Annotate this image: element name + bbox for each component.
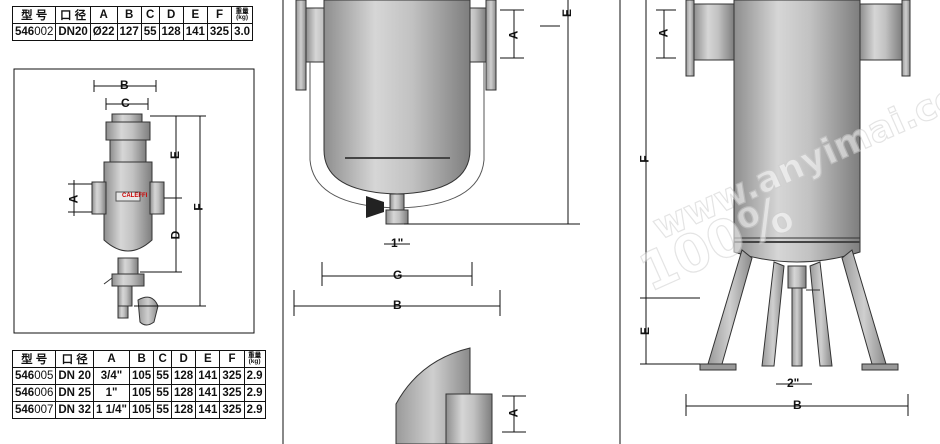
small-diagram-frame — [13, 68, 255, 334]
cell-a: 3/4" — [92, 367, 131, 385]
model-code: 546002 — [11, 23, 57, 41]
cell-size: DN 25 — [55, 384, 94, 402]
cell-a: Ø22 — [89, 23, 118, 41]
col-a: A — [92, 350, 131, 368]
col-weight: 重量(kg) — [231, 6, 254, 24]
col-d: D — [170, 350, 197, 368]
small-separator-drawing — [68, 80, 206, 326]
cell-c: 55 — [153, 384, 172, 402]
dim-label-f-right: F — [637, 155, 652, 163]
table-row: 546007 DN 32 1 1/4" 105 55 128 141 325 2… — [11, 401, 266, 419]
table-row: 546006 DN 25 1" 105 55 128 141 325 2.9 — [11, 384, 266, 402]
col-a: A — [89, 6, 118, 24]
table-row: 546002 DN20 Ø22 127 55 128 141 325 3.0 — [11, 23, 254, 41]
spec-table-top: 型 号 口 径 A B C D E F 重量(kg) 546002 DN20 Ø… — [11, 6, 254, 41]
dim-label-a-small: A — [66, 194, 81, 204]
cell-weight: 2.9 — [243, 384, 266, 402]
dim-label-e-middle: E — [560, 8, 575, 18]
col-b: B — [116, 6, 142, 24]
col-c: C — [153, 350, 172, 368]
cell-b: 127 — [116, 23, 142, 41]
col-f: F — [219, 350, 245, 368]
dim-label-a-right: A — [656, 28, 671, 38]
cell-weight: 2.9 — [243, 367, 266, 385]
dim-label-a-middle-lower: A — [506, 408, 521, 418]
cell-f: 325 — [219, 384, 245, 402]
cell-f: 325 — [219, 401, 245, 419]
dim-label-e-right: E — [638, 326, 653, 336]
col-model: 型 号 — [11, 350, 57, 368]
cell-f: 325 — [219, 367, 245, 385]
cell-size: DN 20 — [55, 367, 94, 385]
cell-weight: 2.9 — [243, 401, 266, 419]
dim-label-drain-middle: 1" — [391, 236, 404, 250]
cell-e: 141 — [195, 367, 221, 385]
cell-d: 128 — [170, 401, 197, 419]
cell-b: 105 — [129, 384, 155, 402]
cell-d: 128 — [170, 367, 197, 385]
cell-e: 141 — [195, 401, 221, 419]
cell-size: DN 32 — [55, 401, 94, 419]
brand-label: CALEFFI — [122, 193, 148, 199]
col-b: B — [129, 350, 155, 368]
cell-a: 1 1/4" — [92, 401, 131, 419]
dim-label-d-small: D — [168, 230, 183, 240]
dim-label-c-small: C — [121, 96, 130, 110]
cell-size: DN20 — [55, 23, 91, 41]
col-model: 型 号 — [11, 6, 57, 24]
table-row: 546005 DN 20 3/4" 105 55 128 141 325 2.9 — [11, 367, 266, 385]
table-header-row: 型 号 口 径 A B C D E F 重量(kg) — [11, 350, 266, 368]
col-size: 口 径 — [55, 6, 91, 24]
col-e: E — [182, 6, 208, 24]
right-separator-drawing — [640, 0, 911, 416]
dim-label-f-small: F — [191, 203, 206, 211]
middle-separator-drawing — [293, 0, 580, 444]
dim-label-drain-right: 2" — [787, 376, 800, 390]
col-c: C — [140, 6, 160, 24]
col-d: D — [158, 6, 184, 24]
dim-label-b-right: B — [793, 398, 802, 412]
cell-b: 105 — [129, 401, 155, 419]
col-size: 口 径 — [55, 350, 94, 368]
cell-a: 1" — [92, 384, 131, 402]
cell-c: 55 — [153, 401, 172, 419]
cell-weight: 3.0 — [231, 23, 254, 41]
dim-label-e-small: E — [168, 150, 183, 160]
dim-label-b-small: B — [120, 78, 129, 92]
cell-e: 141 — [182, 23, 208, 41]
cell-c: 55 — [140, 23, 160, 41]
dim-label-b-middle: B — [393, 298, 402, 312]
cell-d: 128 — [170, 384, 197, 402]
col-e: E — [195, 350, 221, 368]
dim-label-a-middle: A — [506, 30, 521, 40]
table-header-row: 型 号 口 径 A B C D E F 重量(kg) — [11, 6, 254, 24]
cell-d: 128 — [158, 23, 184, 41]
cell-b: 105 — [129, 367, 155, 385]
cell-f: 325 — [206, 23, 233, 41]
spec-table-bottom: 型 号 口 径 A B C D E F 重量(kg) 546005 DN 20 … — [11, 350, 266, 419]
model-code: 546007 — [11, 401, 57, 419]
col-f: F — [206, 6, 233, 24]
model-code: 546005 — [11, 367, 57, 385]
col-weight: 重量(kg) — [243, 350, 266, 368]
dim-label-g-middle: G — [393, 268, 403, 282]
cell-e: 141 — [195, 384, 221, 402]
cell-c: 55 — [153, 367, 172, 385]
model-code: 546006 — [11, 384, 57, 402]
